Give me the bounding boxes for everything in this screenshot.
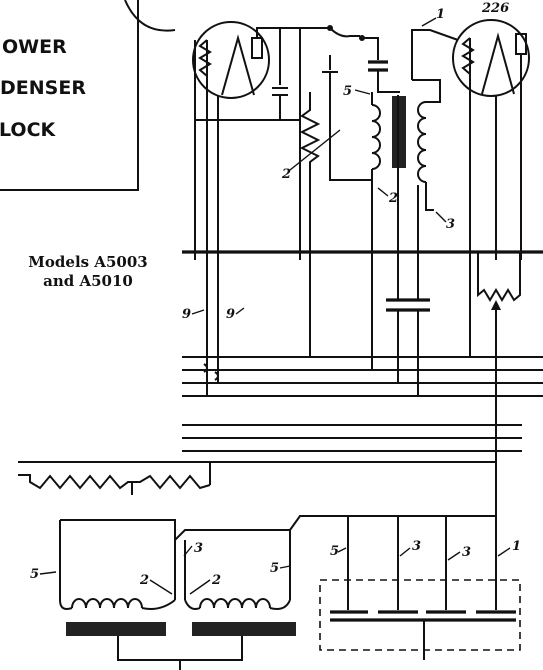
right-tube-leads (469, 38, 522, 260)
power-condenser-block: OWER DENSER LOCK (0, 0, 176, 191)
left-tube-filament (198, 39, 212, 77)
left-core (66, 622, 166, 636)
interstage-transformer: 5 2 3 1 (343, 7, 455, 260)
label-5-arrow (354, 89, 371, 95)
label-5-right: 5 (270, 561, 279, 576)
resistor-zigzag (299, 92, 321, 260)
volume-potentiometer (477, 252, 521, 520)
coupling-lead-lower (377, 70, 400, 93)
transformer-bus-leads (397, 95, 419, 260)
right-tube-plate (515, 33, 527, 55)
label-5-left: 5 (30, 567, 39, 582)
right-tube-grid (481, 32, 515, 95)
models-caption: Models A5003 and A5010 (28, 253, 147, 290)
left-tube-leads (206, 40, 219, 260)
dropper-wires (206, 252, 471, 396)
left-winding (71, 598, 143, 609)
label-5-right-arrow (279, 565, 291, 569)
secondary-coil (417, 101, 427, 183)
label-5-box-arrow (337, 547, 347, 553)
block-text-line1: OWER (2, 36, 67, 58)
label-2-left-arrow (149, 579, 173, 595)
models-line1: Models A5003 (28, 253, 147, 271)
dashed-condenser-block: 5 3 3 1 (319, 516, 521, 660)
right-tube-envelope (452, 19, 530, 97)
label-3-arrow (435, 211, 447, 223)
pot-resistance (477, 252, 521, 302)
right-core (192, 622, 296, 636)
label-9a: 9 (182, 307, 191, 322)
vertical-droppers (203, 252, 471, 396)
label-2-right-arrow (189, 579, 211, 595)
label-3-center: 3 (194, 541, 203, 556)
block-lead-wire (124, 0, 176, 32)
tube-type-label: 226 (481, 1, 509, 16)
coupling-lead (362, 37, 379, 60)
secondary-leads (412, 79, 441, 211)
top-wiring (194, 25, 400, 260)
label-1-box: 1 (512, 539, 521, 554)
label-2-arrow (377, 187, 389, 197)
label-3-box-b-arrow (447, 551, 461, 561)
condenser-leads (347, 516, 497, 610)
block-text-line3: LOCK (0, 119, 57, 141)
label-9b: 9 (226, 307, 235, 322)
label-5-upper: 5 (343, 84, 352, 99)
left-tube-envelope (192, 21, 270, 99)
left-vacuum-tube (192, 21, 310, 260)
condenser-lower-leads (397, 310, 419, 360)
label-5-box: 5 (330, 544, 339, 559)
label-3-center-arrow (183, 545, 193, 557)
label-2-transformer: 2 (388, 191, 398, 206)
models-line2: and A5010 (43, 272, 133, 290)
label-3-box-b: 3 (462, 545, 471, 560)
condenser-plates (386, 298, 430, 312)
resistor-zigzag-wire (18, 474, 211, 490)
label-2-resistor: 2 (281, 167, 291, 182)
second-coupling (322, 55, 372, 181)
label-9b-arrow (235, 307, 245, 315)
left-tube-plate-lead (256, 27, 310, 38)
label-3-transformer: 3 (446, 217, 455, 232)
winding-ends (59, 599, 291, 610)
labels-9: 9 9 (182, 307, 245, 322)
left-tube-plate (251, 37, 263, 59)
core-ground-wire (117, 636, 243, 670)
right-tube-grid-lead (411, 29, 459, 80)
crossover-hops (203, 363, 219, 381)
label-3-box-a: 3 (412, 539, 421, 554)
label-1-arrow (421, 17, 437, 27)
series-resistor (18, 461, 496, 495)
bypass-condenser-pair (386, 252, 430, 360)
coupling-condenser (368, 60, 388, 72)
label-1-top: 1 (436, 7, 445, 22)
right-winding (199, 598, 271, 609)
switch-contact-1 (327, 25, 333, 31)
label-5-left-arrow (39, 571, 57, 575)
right-tube-filament (461, 37, 475, 75)
bypass-condenser (225, 28, 288, 121)
label-1-box-arrow (497, 547, 511, 557)
block-text-line2: DENSER (0, 77, 86, 99)
bus-lines (182, 356, 543, 452)
power-transformer: 3 5 2 2 5 (30, 515, 496, 670)
primary-coil (371, 104, 381, 170)
label-2-left: 2 (139, 573, 149, 588)
left-tube-grid (221, 34, 255, 96)
right-vacuum-tube-226: 226 (411, 1, 530, 260)
label-2-right: 2 (211, 573, 221, 588)
transformer-right-leads (289, 515, 496, 600)
condenser-upper-leads (397, 252, 419, 300)
label-9a-arrow (191, 309, 205, 315)
grid-resistor: 2 (281, 55, 372, 260)
pot-wiper-arrow (491, 300, 501, 310)
resistor-pointer (289, 129, 341, 171)
label-3-box-a-arrow (399, 547, 411, 557)
block-outline (0, 0, 139, 191)
dashed-enclosure (319, 579, 521, 651)
